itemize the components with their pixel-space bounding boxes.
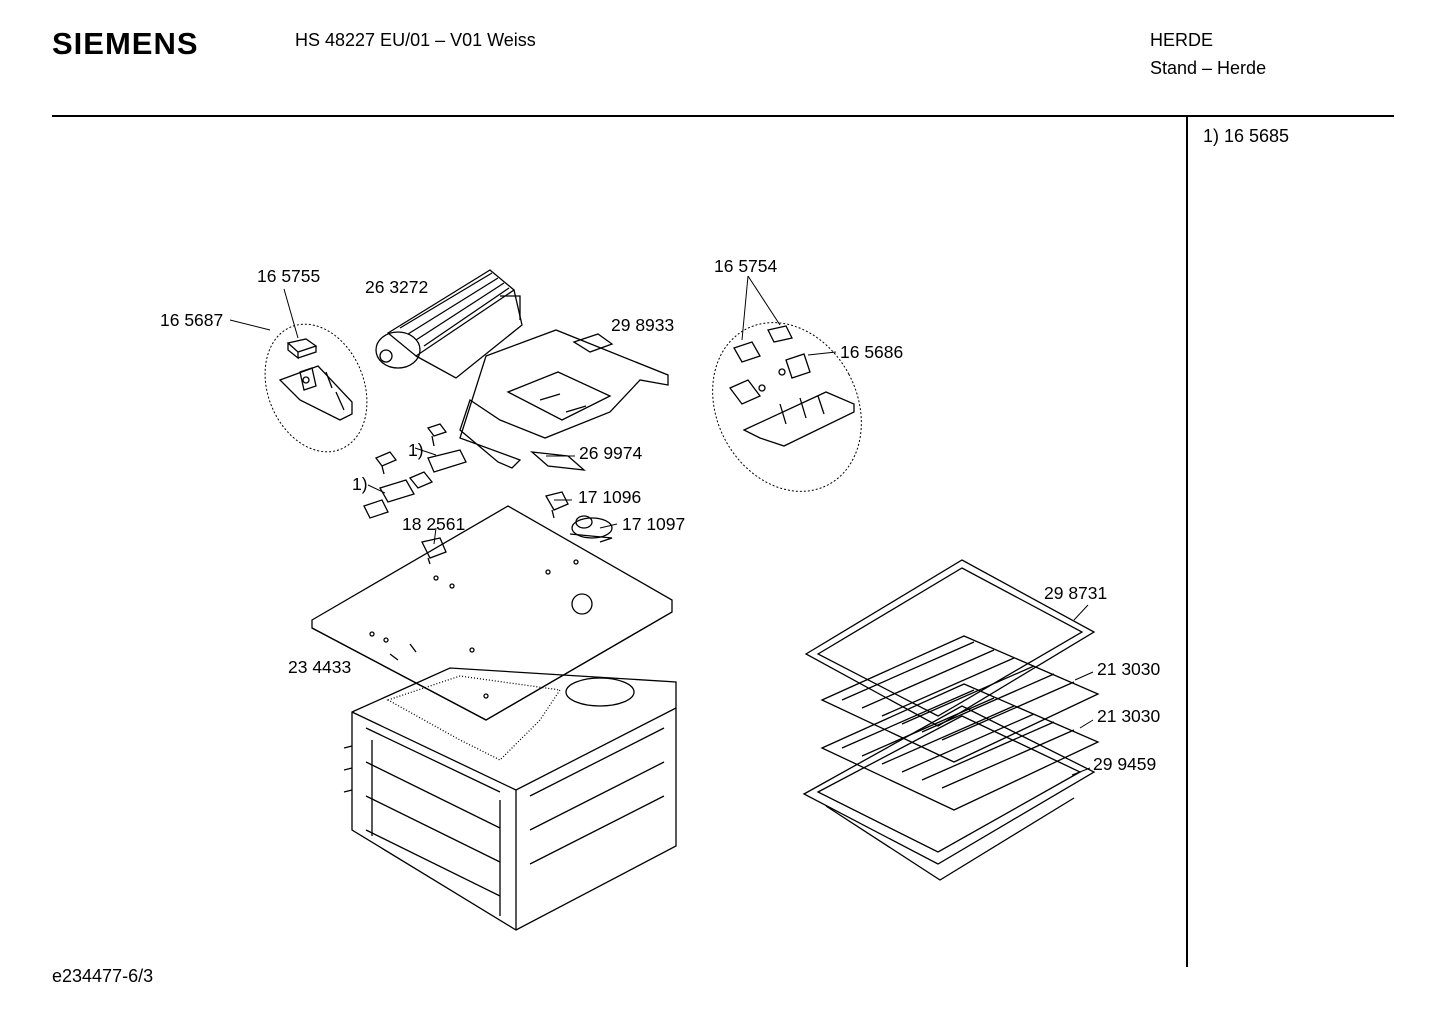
switch-part-16-5755 <box>286 338 318 360</box>
label-16-5687: 16 5687 <box>160 310 223 330</box>
brand-logo: SIEMENS <box>52 26 199 61</box>
model-title: HS 48227 EU/01 – V01 Weiss <box>295 30 536 50</box>
label-21-3030-b: 21 3030 <box>1097 706 1161 726</box>
sensor-17-1097 <box>569 515 613 543</box>
side-column-divider <box>1186 117 1188 967</box>
label-29-8933: 29 8933 <box>611 315 674 335</box>
label-16-5686: 16 5686 <box>840 342 903 362</box>
label-18-2561: 18 2561 <box>402 514 465 534</box>
label-note-1-b: 1) <box>352 474 368 494</box>
subcategory-label: Stand – Herde <box>1150 58 1267 78</box>
wire-rack-21-3030-upper <box>820 635 1100 763</box>
switch-part-16-5687 <box>278 365 353 421</box>
oven-cavity <box>343 667 677 931</box>
label-26-9974: 26 9974 <box>579 443 643 463</box>
bracket-26-9974 <box>530 451 586 471</box>
top-plate-23-4433 <box>311 505 673 721</box>
label-17-1096: 17 1096 <box>578 487 641 507</box>
switch-group-right-outline <box>712 322 862 492</box>
document-id: e234477-6/3 <box>52 966 154 986</box>
deep-pan-29-9459 <box>802 705 1096 881</box>
label-17-1097: 17 1097 <box>622 514 685 534</box>
switch-part-16-5754 <box>733 325 793 363</box>
rear-cover-29-8933 <box>459 329 669 469</box>
label-26-3272: 26 3272 <box>365 277 428 297</box>
small-switch-set <box>363 423 467 519</box>
wire-rack-21-3030-lower <box>820 683 1100 811</box>
fan-motor-26-3272 <box>375 269 523 379</box>
label-16-5755: 16 5755 <box>257 266 320 286</box>
label-21-3030-a: 21 3030 <box>1097 659 1161 679</box>
label-23-4433: 23 4433 <box>288 657 351 677</box>
label-note-1-a: 1) <box>408 440 424 460</box>
label-29-8731: 29 8731 <box>1044 583 1107 603</box>
header-divider <box>52 115 1394 117</box>
sensor-17-1096 <box>545 491 569 519</box>
label-29-9459: 29 9459 <box>1093 754 1156 774</box>
label-16-5754: 16 5754 <box>714 256 778 276</box>
footnote-1: 1) 16 5685 <box>1203 126 1290 146</box>
switch-part-16-5686 <box>728 353 855 447</box>
category-label: HERDE <box>1150 30 1214 50</box>
baking-tray-29-8731 <box>804 559 1096 727</box>
switch-group-left-outline <box>264 323 368 453</box>
